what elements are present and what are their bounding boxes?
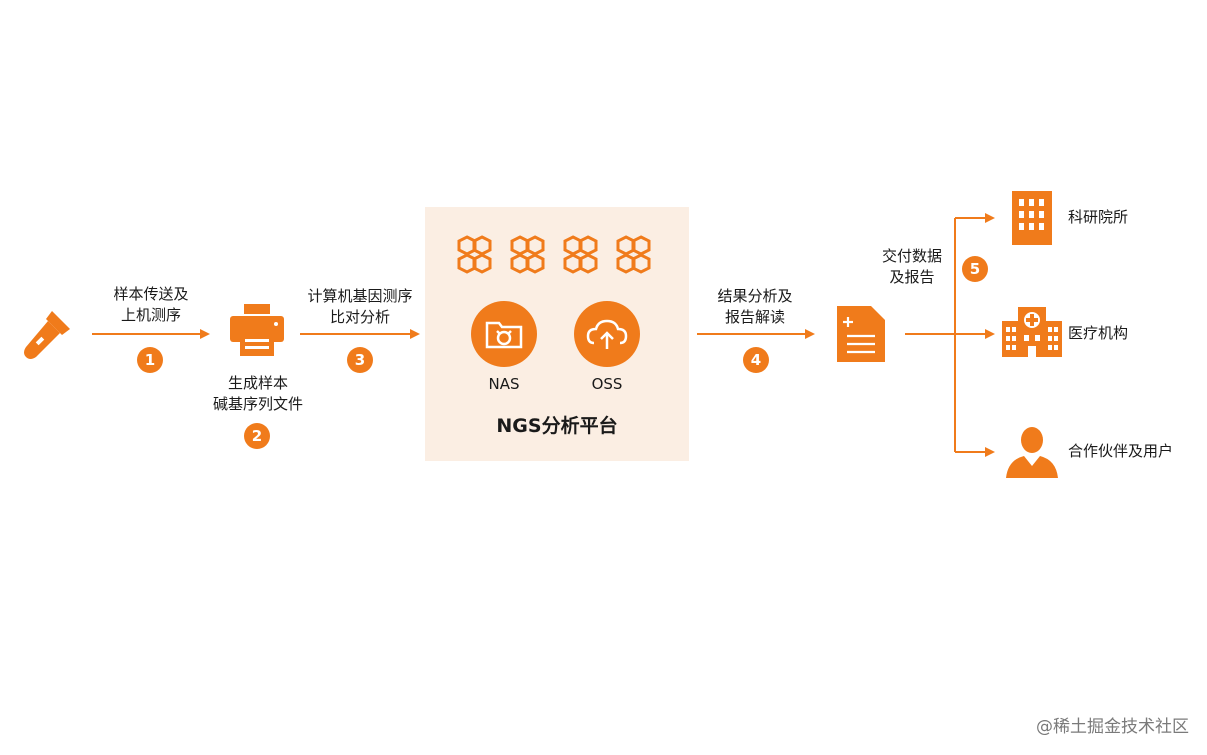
step-3-badge: 3 — [347, 347, 373, 373]
printer-icon — [230, 304, 284, 356]
report-document-icon — [837, 306, 885, 362]
step-4-badge: 4 — [743, 347, 769, 373]
watermark: @稀土掘金技术社区 — [1036, 717, 1189, 737]
recipient-research-label: 科研院所 — [1068, 208, 1129, 226]
oss-cloud-icon — [574, 301, 640, 367]
nas-label: NAS — [488, 375, 520, 393]
oss-label: OSS — [591, 375, 623, 393]
hexagon-cluster-icon — [563, 235, 598, 274]
step-4-label: 结果分析及 报告解读 — [717, 287, 793, 326]
hexagon-cluster-icon — [616, 235, 651, 274]
platform-title: NGS分析平台 — [496, 415, 618, 437]
step-1-label: 样本传送及 上机测序 — [113, 285, 189, 324]
building-icon — [1012, 191, 1052, 245]
step-5-label: 交付数据 及报告 — [881, 247, 942, 286]
hexagon-cluster-icon — [510, 235, 545, 274]
recipient-users-label: 合作伙伴及用户 — [1068, 442, 1174, 460]
sequencer-icon — [24, 311, 70, 359]
hexagon-cluster-icons — [457, 235, 651, 274]
step-2-badge: 2 — [244, 423, 270, 449]
hospital-icon — [1002, 307, 1062, 357]
step-3-label: 计算机基因测序 比对分析 — [307, 287, 413, 326]
step-1-badge: 1 — [137, 347, 163, 373]
user-icon — [1006, 427, 1058, 478]
ngs-platform-panel: NAS OSS NGS分析平台 — [425, 207, 689, 461]
hexagon-cluster-icon — [457, 235, 492, 274]
recipient-hospital-label: 医疗机构 — [1068, 324, 1129, 342]
step-2-label: 生成样本 碱基序列文件 — [212, 374, 303, 413]
nas-folder-icon — [471, 301, 537, 367]
step-5-badge: 5 — [962, 256, 988, 282]
